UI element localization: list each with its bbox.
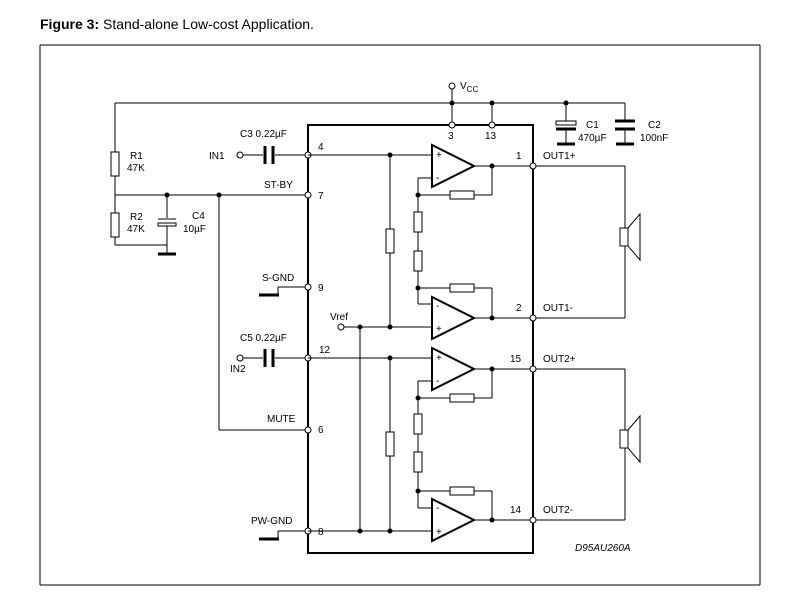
c1-value: 470µF [578,133,607,144]
c1-name: C1 [586,120,599,131]
vcc-label: VCC [460,81,478,94]
opamp-2-minus-sign: - [436,301,439,312]
pwgnd-label: PW-GND [251,516,292,527]
figure-caption: Figure 3: Stand-alone Low-cost Applicati… [40,16,314,32]
c3-label: C3 0.22µF [240,129,287,140]
pw-gnd-connection [259,530,308,541]
c5-label: C5 0.22µF [240,333,287,344]
in1-label: IN1 [209,151,225,162]
vref-label: Vref [330,312,348,323]
r2-value: 47K [127,224,145,235]
pin-7-label: 7 [318,191,324,202]
sgnd-label: S-GND [262,273,294,284]
opamp-2-plus-sign: + [436,324,442,335]
r2-name: R2 [130,212,143,223]
figure-frame [39,44,761,586]
opamp-1-minus [431,295,477,341]
out2m-label: OUT2- [543,505,573,516]
mute-label: MUTE [267,414,296,425]
pin-6-label: 6 [318,425,324,436]
out1m-label: OUT1- [543,303,573,314]
pin-12-label: 12 [319,345,331,356]
out2p-label: OUT2+ [543,354,576,365]
c4-value: 10µF [183,224,206,235]
c2-value: 100nF [640,133,668,144]
capacitor-c1: C1 470µF [555,103,607,146]
opamp-1-plus-sign: + [436,150,442,161]
resistor-divider: R1 47K R2 47K [110,103,308,246]
input-2: IN2 C5 0.22µF [230,333,308,375]
left-pin-labels: ST-BY S-GND MUTE PW-GND 4 7 9 12 6 8 [251,142,331,538]
pin-13-label: 13 [485,131,497,142]
pin-14-label: 14 [510,505,522,516]
ic-body [307,124,534,554]
vref-node: Vref [308,312,432,534]
capacitor-c4: C4 10µF [157,195,206,256]
c4-name: C4 [192,211,205,222]
pin-15-label: 15 [510,354,522,365]
opamp-4-plus-sign: + [436,527,442,538]
vcc-supply: VCC 3 13 [115,81,625,142]
c2-name: C2 [648,120,661,131]
opamp-2-plus [431,346,477,392]
pin-8-label: 8 [318,527,324,538]
output-pins: 1 2 15 14 OUT1+ OUT1- OUT2+ OUT2- [510,151,576,524]
s-gnd-connection [259,286,308,297]
pin-9-label: 9 [318,283,324,294]
opamp-4-minus-sign: - [436,503,439,514]
drawing-code: D95AU260A [575,543,631,554]
pin-4-label: 4 [318,142,324,153]
capacitor-c2: C2 100nF [615,103,668,146]
stby-label: ST-BY [264,180,293,191]
pin-1-label: 1 [516,151,522,162]
r1-value: 47K [127,163,145,174]
channel-1-internals: + - - + [308,143,533,341]
opamp-3-plus-sign: + [436,353,442,364]
channel-2-internals: + - - + [308,346,533,543]
mute-line [218,195,308,431]
speaker-1 [536,165,641,319]
opamp-1-plus [431,143,477,189]
opamp-2-minus [431,497,477,543]
figure-title: Stand-alone Low-cost Application. [103,16,314,32]
figure-label: Figure 3: [40,16,100,32]
in2-label: IN2 [230,364,246,375]
opamp-1-minus-sign: - [436,173,439,184]
out1p-label: OUT1+ [543,151,576,162]
r1-name: R1 [130,151,143,162]
pin-3-label: 3 [448,131,454,142]
input-1: IN1 C3 0.22µF [209,129,308,164]
pin-2-label: 2 [516,303,522,314]
speaker-2 [536,368,641,521]
opamp-3-minus-sign: - [436,376,439,387]
